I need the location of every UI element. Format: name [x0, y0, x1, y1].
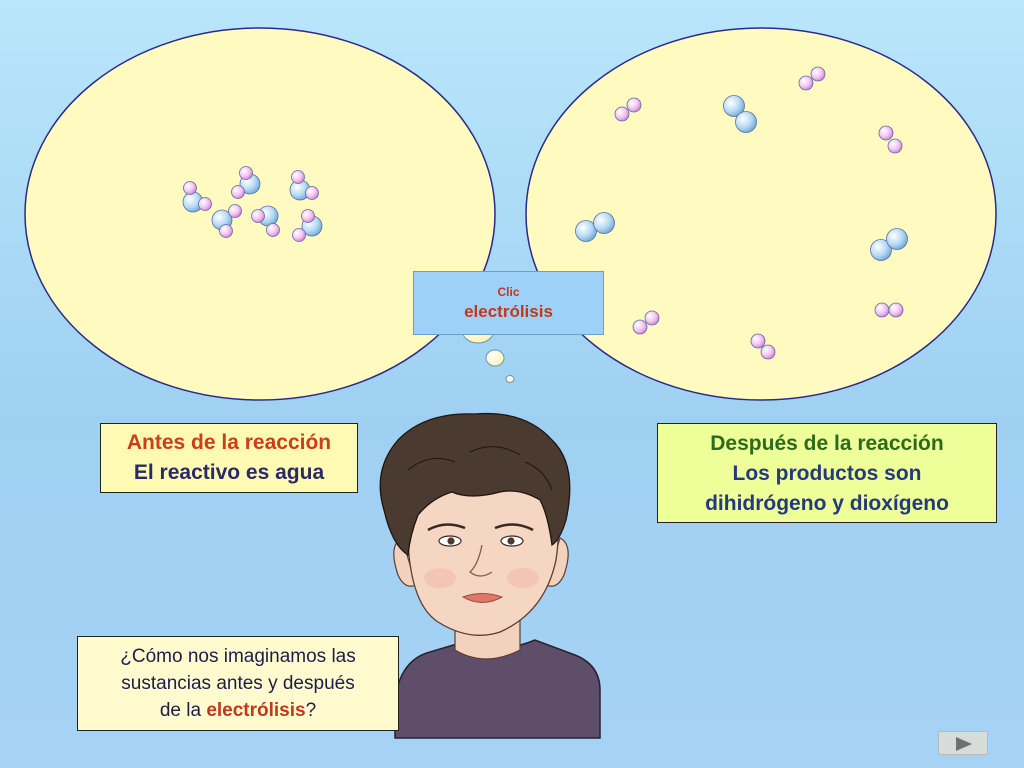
after-reaction-label: Después de la reacción Los productos son…: [657, 423, 997, 523]
question-box: ¿Cómo nos imaginamos las sustancias ante…: [77, 636, 399, 731]
electrolysis-label: electrólisis: [464, 302, 553, 321]
thought-bubble-small: [505, 375, 515, 383]
electrolysis-click-button[interactable]: Clic electrólisis: [413, 271, 604, 335]
water-molecule: [251, 205, 280, 237]
question-prefix: de la: [159, 700, 207, 721]
play-triangle-icon: [956, 737, 972, 751]
after-title: Después de la reacción: [710, 432, 944, 455]
dihydrogen-molecule: [614, 97, 642, 122]
after-subtitle-2: dihidrógeno y dioxígeno: [705, 492, 949, 515]
after-subtitle-1: Los productos son: [732, 462, 922, 485]
question-line-2: sustancias antes y después: [121, 673, 355, 694]
dioxygen-molecule: [870, 228, 908, 261]
thought-bubble-medium: [485, 349, 505, 367]
ear-left: [393, 537, 417, 587]
dihydrogen-molecule: [874, 302, 904, 318]
next-slide-button[interactable]: [938, 731, 988, 755]
hair: [379, 412, 571, 557]
dioxygen-molecule: [575, 212, 615, 242]
mouth: [461, 593, 504, 603]
cheek-right: [507, 568, 539, 588]
before-reaction-label: Antes de la reacción El reactivo es agua: [100, 423, 358, 493]
cheek-left: [424, 568, 456, 588]
nose: [468, 544, 493, 577]
click-label: Clic: [497, 285, 520, 299]
brow-right: [494, 523, 534, 532]
dihydrogen-molecule: [632, 310, 660, 335]
water-molecules: [182, 166, 323, 242]
water-molecule: [292, 209, 323, 242]
water-molecule: [289, 170, 319, 201]
before-subtitle: El reactivo es agua: [133, 461, 325, 484]
question-line-3: de la electrólisis?: [78, 697, 398, 724]
water-molecule: [211, 204, 242, 238]
question-line-1: ¿Cómo nos imaginamos las: [120, 646, 356, 667]
dioxygen-molecule: [723, 95, 757, 133]
brow-left: [427, 523, 466, 532]
question-emphasis: electrólisis: [206, 700, 306, 721]
before-title: Antes de la reacción: [126, 431, 332, 454]
dihydrogen-molecule: [878, 125, 903, 154]
dioxygen-molecules: [575, 95, 908, 261]
dihydrogen-molecules: [614, 66, 904, 360]
question-suffix: ?: [305, 700, 317, 721]
woman-illustration: [379, 412, 601, 739]
dihydrogen-molecule: [750, 333, 776, 360]
water-molecule: [182, 181, 212, 213]
dihydrogen-molecule: [798, 66, 826, 91]
water-molecule: [231, 166, 261, 199]
